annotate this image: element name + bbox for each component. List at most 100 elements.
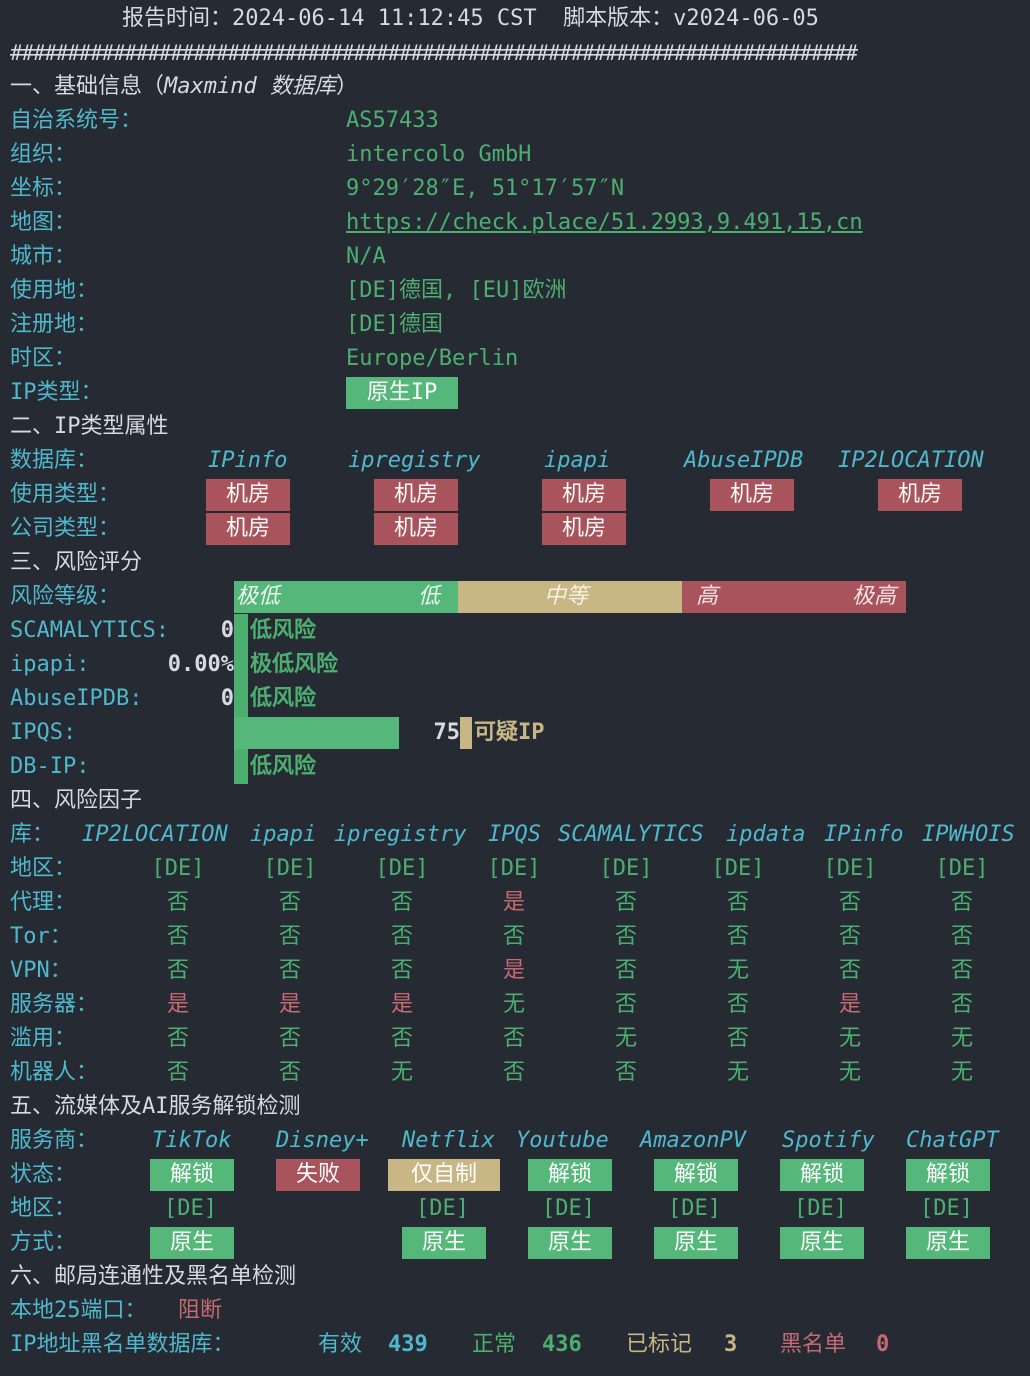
- factor-label: 地区：: [10, 856, 77, 881]
- factor-value: 否: [390, 958, 413, 983]
- section-unlock-title: 五、流媒体及AI服务解锁检测: [10, 1094, 301, 1119]
- normal-label: 正常: [472, 1332, 517, 1357]
- factor-value: 无: [502, 992, 525, 1017]
- map-link[interactable]: https://check.place/51.2993,9.491,15,cn: [346, 210, 863, 235]
- basic-label: 使用地：: [10, 278, 99, 303]
- db-label: 数据库：: [10, 448, 99, 473]
- risk-very-low: 极低: [236, 584, 281, 609]
- factor-value: 否: [502, 1060, 525, 1085]
- company-type-badge: 机房: [206, 513, 290, 545]
- factor-value: 否: [838, 958, 861, 983]
- basic-value: Europe/Berlin: [346, 346, 519, 371]
- risk-score: 0: [220, 686, 234, 711]
- company-type-badge: 机房: [542, 513, 626, 545]
- factor-value: 是: [166, 992, 189, 1017]
- blacklist-label: IP地址黑名单数据库：: [10, 1332, 235, 1357]
- unlock-status-badge: 仅自制: [388, 1159, 500, 1191]
- factor-label: VPN：: [10, 958, 72, 983]
- db-name: ipregistry: [348, 448, 481, 473]
- unlock-status-badge: 解锁: [150, 1159, 234, 1191]
- company-label: 公司类型：: [10, 516, 121, 541]
- marked-label: 已标记: [626, 1332, 693, 1357]
- factor-value: 否: [166, 924, 189, 949]
- basic-label: 地图：: [10, 210, 77, 235]
- service-name: ChatGPT: [906, 1128, 999, 1153]
- region-label: 地区：: [10, 1196, 77, 1221]
- factor-value: 否: [278, 890, 301, 915]
- section-iptype-title: 二、IP类型属性: [10, 414, 169, 439]
- factor-value: 是: [390, 992, 413, 1017]
- iptype-badge: 原生IP: [346, 377, 458, 409]
- basic-value: [DE]德国: [346, 312, 443, 337]
- usage-type-badge: 机房: [710, 479, 794, 511]
- risk-source-label: SCAMALYTICS:: [10, 618, 169, 643]
- factor-value: 无: [390, 1060, 413, 1085]
- factor-value: 否: [278, 1060, 301, 1085]
- factor-value: 否: [726, 992, 749, 1017]
- service-name: Disney+: [276, 1128, 369, 1153]
- usage-label: 使用类型：: [10, 482, 121, 507]
- lib-name: IPQS: [488, 822, 541, 847]
- lib-name: IPWHOIS: [922, 822, 1015, 847]
- factor-value: 无: [614, 1026, 637, 1051]
- section-mail-title: 六、邮局连通性及黑名单检测: [10, 1264, 297, 1289]
- factor-value: 是: [502, 958, 525, 983]
- unlock-method-badge: 原生: [150, 1227, 234, 1259]
- port25-label: 本地25端口：: [10, 1298, 147, 1323]
- risk-level-label: 风险等级：: [10, 584, 121, 609]
- ipqs-marker: [460, 717, 472, 749]
- marked-count: 3: [724, 1332, 738, 1357]
- unlock-method-badge: 原生: [528, 1227, 612, 1259]
- blacklisted-label: 黑名单: [780, 1332, 847, 1357]
- service-name: Netflix: [402, 1128, 495, 1153]
- service-name: AmazonPV: [640, 1128, 746, 1153]
- factor-value: [DE]: [711, 856, 765, 881]
- service-name: Youtube: [516, 1128, 609, 1153]
- basic-value: intercolo GmbH: [346, 142, 532, 167]
- svc-label: 服务商：: [10, 1128, 99, 1153]
- valid-label: 有效: [318, 1332, 363, 1357]
- factor-label: 服务器：: [10, 992, 99, 1017]
- unlock-region: [DE]: [668, 1196, 721, 1221]
- basic-value: N/A: [346, 244, 386, 269]
- risk-score: 0: [220, 618, 234, 643]
- factor-value: [DE]: [599, 856, 653, 881]
- blacklisted-count: 0: [876, 1332, 890, 1357]
- section-factor-title: 四、风险因子: [10, 788, 143, 813]
- basic-label: 时区：: [10, 346, 77, 371]
- factor-value: 否: [838, 924, 861, 949]
- lib-name: ipregistry: [334, 822, 467, 847]
- section-title-em: Maxmind 数据库: [164, 74, 336, 99]
- risk-source-label: ipapi:: [10, 652, 90, 677]
- factor-value: 否: [950, 924, 973, 949]
- unlock-method-badge: 原生: [780, 1227, 864, 1259]
- db-name: ipapi: [544, 448, 611, 473]
- factor-value: 否: [614, 958, 637, 983]
- lib-name: ipapi: [250, 822, 317, 847]
- risk-text: 低风险: [250, 618, 317, 643]
- risk-source-label: IPQS:: [10, 720, 77, 745]
- divider: ########################################…: [10, 41, 858, 65]
- factor-value: 是: [278, 992, 301, 1017]
- factor-value: 否: [950, 992, 973, 1017]
- unlock-region: [DE]: [164, 1196, 217, 1221]
- db-name: IP2LOCATION: [838, 448, 984, 473]
- factor-value: 否: [166, 958, 189, 983]
- valid-count: 439: [388, 1332, 428, 1357]
- risk-text: 低风险: [250, 754, 317, 779]
- service-name: Spotify: [782, 1128, 875, 1153]
- unlock-region: [DE]: [920, 1196, 973, 1221]
- risk-text: 极低风险: [250, 652, 339, 677]
- basic-label: 自治系统号：: [10, 108, 143, 133]
- factor-value: 否: [166, 1026, 189, 1051]
- unlock-method-badge: 原生: [906, 1227, 990, 1259]
- iptype-label: IP类型：: [10, 380, 103, 405]
- factor-value: 否: [614, 890, 637, 915]
- factor-value: 否: [950, 890, 973, 915]
- normal-count: 436: [542, 1332, 582, 1357]
- risk-scale-yellow: [458, 581, 682, 613]
- factor-value: 否: [390, 924, 413, 949]
- risk-score: 0.00%: [167, 652, 234, 677]
- factor-value: 否: [614, 992, 637, 1017]
- service-name: TikTok: [152, 1128, 232, 1153]
